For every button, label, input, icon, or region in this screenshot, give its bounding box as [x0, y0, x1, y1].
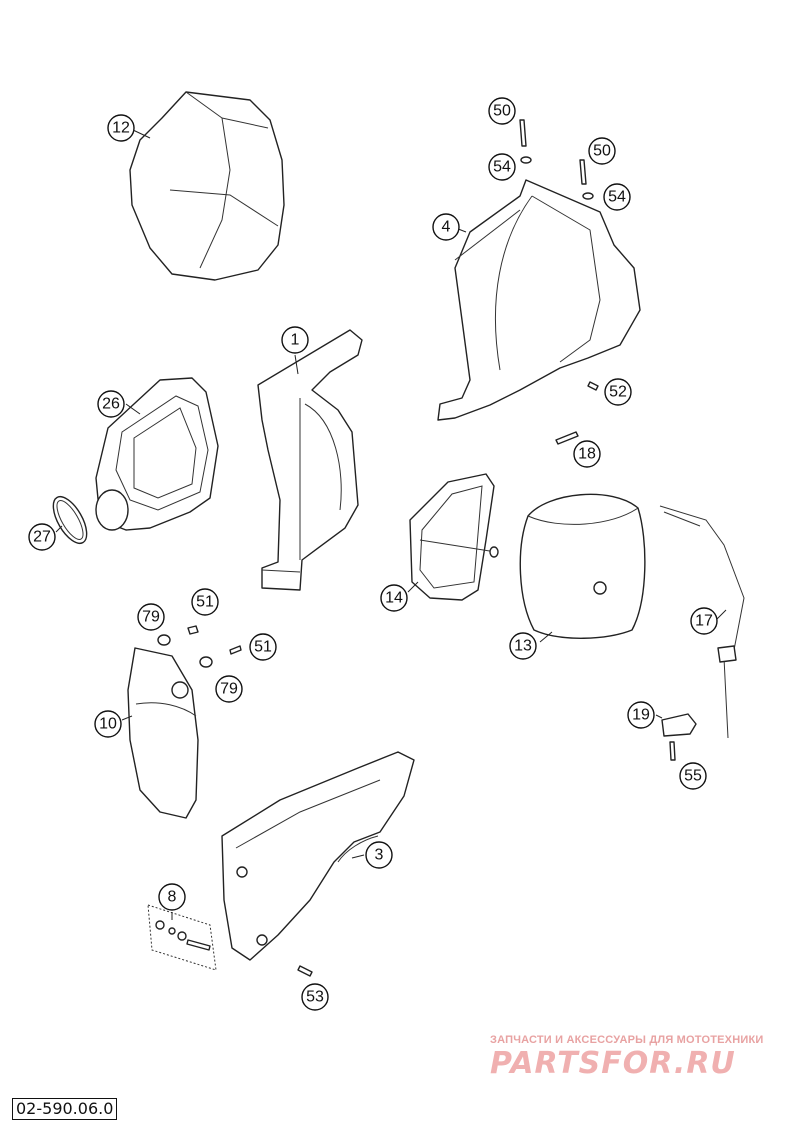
callout-10: 10	[94, 710, 122, 738]
callout-14: 14	[380, 584, 408, 612]
callout-79-top: 79	[137, 603, 165, 631]
callout-54-right: 54	[603, 183, 631, 211]
part-13-filter-element	[519, 493, 646, 639]
callout-8: 8	[158, 883, 186, 911]
callout-51-top: 51	[191, 588, 219, 616]
callout-51-right-label: 51	[254, 639, 272, 656]
callout-10-label: 10	[99, 716, 117, 733]
callout-52: 52	[604, 378, 632, 406]
callout-19-label: 19	[632, 707, 650, 724]
callout-55-label: 55	[684, 768, 702, 785]
callout-51-right: 51	[249, 633, 277, 661]
callout-14-label: 14	[385, 590, 403, 607]
part-18-pin	[555, 431, 579, 445]
callout-51-top-label: 51	[196, 594, 214, 611]
callout-27-label: 27	[33, 529, 51, 546]
part-12-filter-cover	[129, 91, 285, 281]
callout-3-label: 3	[375, 847, 384, 864]
callout-50-right-label: 50	[593, 143, 611, 160]
callout-50-right: 50	[588, 137, 616, 165]
part-14-filter-cage	[409, 473, 499, 601]
callout-4-label: 4	[442, 219, 451, 236]
callout-26-label: 26	[102, 396, 120, 413]
callout-17-label: 17	[695, 613, 713, 630]
callout-79-top-label: 79	[142, 609, 160, 626]
part-17-wire-bracket	[659, 505, 745, 739]
callout-26: 26	[97, 390, 125, 418]
drawing-number: 02-590.06.0	[12, 1098, 118, 1120]
callout-13-label: 13	[514, 638, 532, 655]
part-19-clip	[661, 713, 697, 737]
part-27-clamp	[52, 495, 88, 545]
callout-52-label: 52	[609, 384, 627, 401]
callout-12-label: 12	[112, 120, 130, 137]
callout-19: 19	[627, 701, 655, 729]
callout-1: 1	[281, 326, 309, 354]
callout-54-top: 54	[488, 153, 516, 181]
callout-17: 17	[690, 607, 718, 635]
part-3-side-panel	[221, 751, 415, 961]
callout-55: 55	[679, 762, 707, 790]
callout-12: 12	[107, 114, 135, 142]
callout-54-right-label: 54	[608, 189, 626, 206]
callout-13: 13	[509, 632, 537, 660]
part-10-side-panel	[127, 647, 199, 819]
callout-18: 18	[573, 440, 601, 468]
callout-53-label: 53	[306, 989, 324, 1006]
part-8-screw-kit	[147, 904, 217, 971]
callout-3: 3	[365, 841, 393, 869]
part-1-airbox-frame	[257, 329, 363, 591]
part-26-intake-boot	[95, 377, 219, 531]
watermark-caption: ЗАПЧАСТИ И АКСЕССУАРЫ ДЛЯ МОТОТЕХНИКИ	[490, 1034, 764, 1046]
hardware-screws	[157, 119, 676, 977]
part-4-airbox-rear	[437, 179, 641, 421]
callout-79-bottom: 79	[215, 675, 243, 703]
callout-50-top: 50	[488, 97, 516, 125]
callout-53: 53	[301, 983, 329, 1011]
callout-54-top-label: 54	[493, 159, 511, 176]
callout-8-label: 8	[168, 889, 177, 906]
callout-18-label: 18	[578, 446, 596, 463]
callout-4: 4	[432, 213, 460, 241]
callout-50-top-label: 50	[493, 103, 511, 120]
callout-79-bottom-label: 79	[220, 681, 238, 698]
callout-1-label: 1	[291, 332, 300, 349]
callout-27: 27	[28, 523, 56, 551]
watermark-logo: PARTSFOR.RU	[490, 1046, 736, 1081]
